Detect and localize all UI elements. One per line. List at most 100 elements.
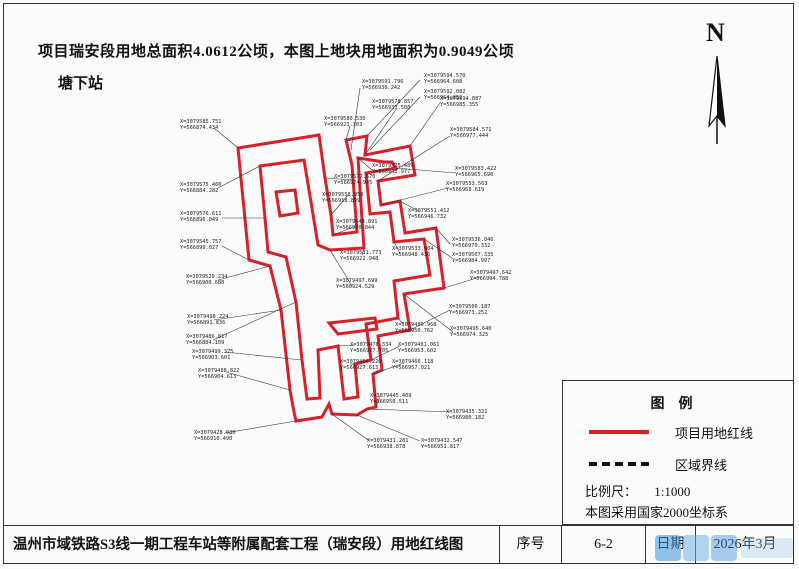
coord-x: X=3079578.857 [372, 99, 413, 105]
coord-x: X=3079584.571 [450, 127, 491, 133]
legend-title: 图例 [650, 397, 707, 412]
coord-y: Y=566920.844 [336, 225, 374, 231]
serial-value: 6-2 [561, 526, 645, 564]
boundary-swatch [589, 462, 649, 466]
red-line-swatch [589, 430, 649, 434]
coord-y: Y=566904.613 [198, 374, 236, 380]
coord-x: X=3079497.642 [470, 270, 511, 276]
coord-x: X=3079498.224 [187, 314, 228, 320]
coord-y: Y=566900.680 [186, 280, 224, 286]
coord-x: X=3079545.757 [180, 239, 221, 245]
coord-x: X=3079576.611 [180, 211, 221, 217]
coord-y: Y=566884.282 [180, 188, 218, 194]
coord-x: X=3079435.321 [446, 409, 487, 415]
coord-y: Y=566964.608 [424, 79, 462, 85]
coord-x: X=3079431.281 [367, 438, 408, 444]
north-arrow-icon [708, 56, 726, 144]
coord-x: X=3079551.412 [408, 208, 449, 214]
coord-y: Y=566957.021 [392, 365, 430, 371]
coord-y: Y=566964.852 [424, 95, 462, 101]
coord-y: Y=566891.836 [187, 320, 225, 326]
coord-x: X=3079583.422 [455, 166, 496, 172]
coord-x: X=3079594.087 [440, 96, 481, 102]
coord-y: Y=566974.325 [450, 332, 488, 338]
coord-y: Y=566937.508 [372, 105, 410, 111]
red-line-notch [274, 188, 300, 218]
coord-y: Y=566970.332 [452, 243, 490, 249]
coord-x: X=3079531.773 [340, 250, 381, 256]
scale-value: 1:1000 [654, 484, 691, 499]
scale-label: 比例尺： [585, 484, 638, 499]
red-line-legend-label: 项目用地红线 [675, 426, 754, 441]
coord-y: Y=566924.995 [334, 180, 372, 186]
coord-x: X=3079558.958 [322, 192, 363, 198]
coord-x: X=3079548.891 [336, 219, 377, 225]
red-line-inner [258, 156, 432, 401]
coord-y: Y=566922.948 [340, 256, 378, 262]
land-use-red-line [236, 133, 446, 423]
coord-y: Y=566948.436 [392, 252, 430, 258]
coord-y: Y=566910.490 [194, 436, 232, 442]
coord-y: Y=566968.619 [446, 187, 484, 193]
coord-y: Y=566938.878 [367, 444, 405, 450]
title-block: 温州市域铁路S3线一期工程车站等附属配套工程（瑞安段）用地红线图 序号 6-2 … [3, 525, 794, 564]
coord-y: Y=566994.788 [470, 276, 508, 282]
coord-x: X=3079478.334 [350, 342, 391, 348]
coord-y: Y=566984.997 [452, 258, 490, 264]
coord-x: X=3079488.822 [198, 368, 239, 374]
coord-y: Y=566884.109 [186, 340, 224, 346]
coord-y: Y=566980.182 [446, 415, 484, 421]
coord-x: X=3079553.563 [446, 181, 487, 187]
coord-x: X=3079536.046 [452, 237, 493, 243]
coord-x: X=3079428.080 [194, 430, 235, 436]
coord-x: X=3079594.570 [424, 73, 465, 79]
coord-y: Y=566965.690 [455, 172, 493, 178]
coord-y: Y=566985.355 [440, 102, 478, 108]
coord-y: Y=566973.252 [449, 310, 487, 316]
coord-x: X=3079495.640 [450, 326, 491, 332]
coord-y: Y=566936.242 [362, 85, 400, 91]
coord-x: X=3079507.335 [452, 252, 493, 258]
coord-x: X=3079489.968 [395, 322, 436, 328]
coord-x: X=3079529.234 [186, 274, 227, 280]
coord-y: Y=566953.602 [398, 348, 436, 354]
coord-y: Y=566977.444 [450, 133, 488, 139]
area-heading: 项目瑞安段用地总面积4.0612公顷，本图上地块用地面积为0.9049公顷 [38, 44, 515, 60]
coord-y: Y=566943.977 [372, 169, 410, 175]
boundary-legend-label: 区域界线 [675, 458, 728, 473]
station-name: 塘下站 [58, 76, 104, 92]
coord-x: X=3079432.547 [421, 438, 462, 444]
coord-y: Y=566924.529 [336, 284, 374, 290]
coord-x: X=3079585.751 [180, 119, 221, 125]
coord-x: X=3079481.061 [398, 342, 439, 348]
coord-y: Y=566896.049 [180, 217, 218, 223]
project-title: 温州市域铁路S3线一期工程车站等附属配套工程（瑞安段）用地红线图 [13, 537, 464, 553]
